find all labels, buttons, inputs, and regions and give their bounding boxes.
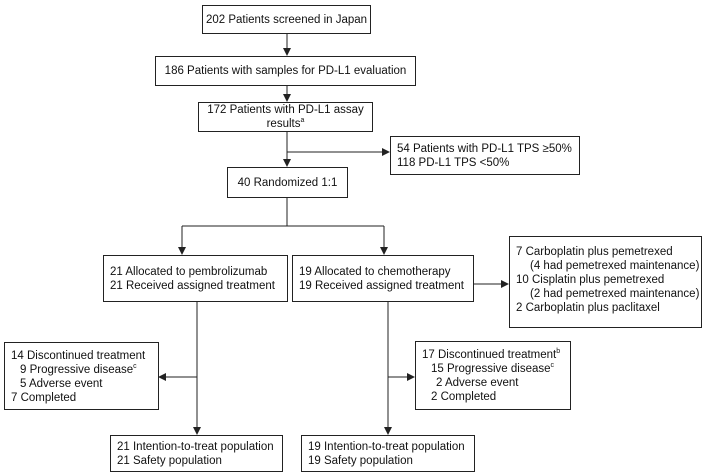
samples-text: 186 Patients with samples for PD-L1 eval… [164,65,407,77]
assay-line-1: 172 Patients with PD-L1 assay [207,104,364,116]
box-chemo-regimens: 7 Carboplatin plus pemetrexed (4 had pem… [509,236,702,328]
pembro-line-2: 21 Received assigned treatment [110,280,275,292]
tps-line-1: 54 Patients with PD-L1 TPS ≥50% [397,143,572,155]
footnote-a: a [300,117,305,125]
regimen-line-5: 2 Carboplatin plus paclitaxel [516,302,660,314]
randomized-text: 40 Randomized 1:1 [237,176,338,189]
box-screened: 202 Patients screened in Japan [202,5,371,34]
pembro-disc-line-4: 7 Completed [11,392,77,404]
chemo-itt-line-1: 19 Intention-to-treat population [308,441,465,453]
box-chemo-discontinued: 17 Discontinued treatmentb 15 Progressiv… [415,341,571,410]
regimen-line-3: 10 Cisplatin plus pemetrexed [516,274,665,286]
chemo-line-2: 19 Received assigned treatment [299,280,464,292]
screened-text: 202 Patients screened in Japan [205,13,368,26]
footnote-c: c [550,362,555,370]
pembro-itt-line-1: 21 Intention-to-treat population [117,441,274,453]
chemo-disc-line-1: 17 Discontinued treatmentb [422,348,561,361]
box-randomized: 40 Randomized 1:1 [227,167,348,198]
box-samples: 186 Patients with samples for PD-L1 eval… [155,56,416,86]
chemo-disc-line-4: 2 Completed [431,391,497,403]
assay-line-2: resultsa [266,117,305,130]
chemo-disc-line-2: 15 Progressive diseasec [431,362,555,375]
regimen-line-4: (2 had pemetrexed maintenance) [530,288,700,300]
footnote-c: c [133,363,137,371]
box-excluded-tps: 54 Patients with PD-L1 TPS ≥50% 118 PD-L… [390,136,580,175]
box-pembrolizumab-arm: 21 Allocated to pembrolizumab 21 Receive… [103,255,288,302]
footnote-b: b [556,348,561,356]
regimen-line-2: (4 had pemetrexed maintenance) [530,260,700,272]
box-pembro-itt: 21 Intention-to-treat population 21 Safe… [110,435,283,472]
chemo-line-1: 19 Allocated to chemotherapy [299,266,451,278]
pembro-line-1: 21 Allocated to pembrolizumab [110,266,268,278]
chemo-itt-line-2: 19 Safety population [308,455,413,467]
pembro-disc-line-3: 5 Adverse event [20,378,103,390]
chemo-disc-line-3: 2 Adverse event [436,377,519,389]
box-chemotherapy-arm: 19 Allocated to chemotherapy 19 Received… [292,255,474,302]
pembro-itt-line-2: 21 Safety population [117,455,222,467]
regimen-line-1: 7 Carboplatin plus pemetrexed [516,246,673,258]
pembro-disc-line-1: 14 Discontinued treatment [11,350,146,362]
pembro-disc-line-2: 9 Progressive diseasec [20,363,137,376]
box-pembro-discontinued: 14 Discontinued treatment 9 Progressive … [4,342,159,410]
box-chemo-itt: 19 Intention-to-treat population 19 Safe… [301,435,475,472]
tps-line-2: 118 PD-L1 TPS <50% [397,157,510,169]
box-assay: 172 Patients with PD-L1 assay resultsa [198,102,373,132]
